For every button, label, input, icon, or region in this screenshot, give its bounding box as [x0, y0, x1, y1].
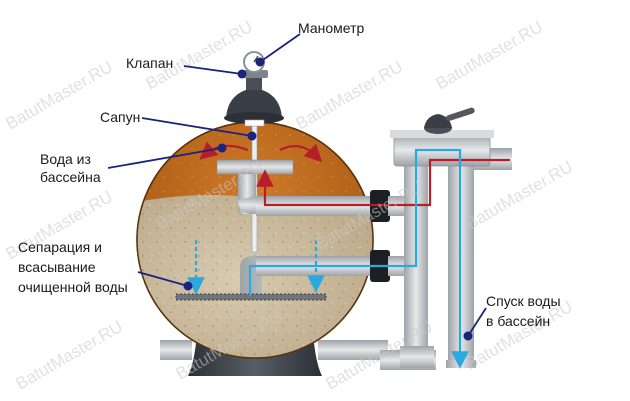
tank-lid [224, 74, 284, 124]
valve-icon[interactable] [240, 70, 268, 78]
label-separation-2: всасывание [18, 259, 96, 275]
clean-flow-arrows [187, 148, 469, 369]
svg-text:BatutMaster.RU: BatutMaster.RU [13, 317, 126, 393]
callouts [107, 33, 487, 337]
label-outflow-1: Спуск воды [486, 293, 561, 309]
svg-text:BatutMaster.RU: BatutMaster.RU [293, 57, 406, 133]
label-separation-3: очищенной воды [18, 279, 128, 295]
label-inflow-1: Вода из [40, 151, 91, 167]
pointer-dot-icon [183, 57, 473, 341]
multiport-valve [390, 107, 494, 167]
label-separation-1: Сепарация и [18, 239, 102, 255]
label-inflow-2: бассейна [40, 169, 101, 185]
svg-text:BatutMaster.RU: BatutMaster.RU [433, 17, 546, 93]
underdrain [175, 293, 327, 301]
svg-text:BatutMaster.RU: BatutMaster.RU [3, 57, 116, 133]
label-manometer: Манометр [298, 20, 364, 36]
label-valve: Клапан [126, 55, 173, 71]
label-vent: Сапун [100, 109, 140, 125]
label-outflow-2: в бассейн [486, 313, 550, 329]
